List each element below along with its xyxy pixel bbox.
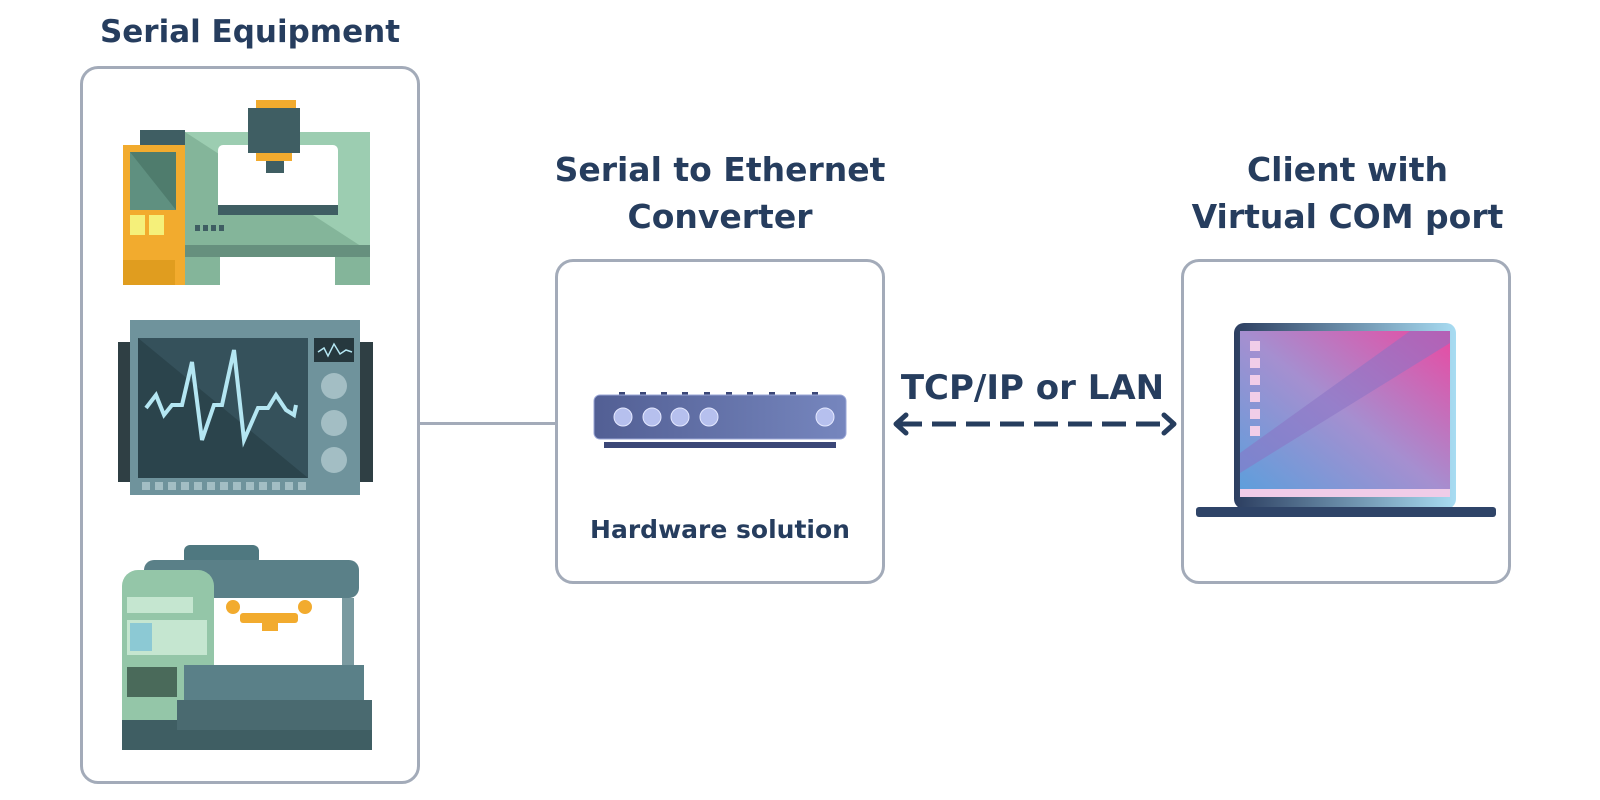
client-title-line2: Virtual COM port bbox=[1191, 197, 1504, 236]
client-title: Client with Virtual COM port bbox=[1180, 146, 1515, 240]
bidirectional-arrow-icon bbox=[893, 412, 1177, 436]
cnc-machine-icon bbox=[123, 100, 370, 285]
link-label: TCP/IP or LAN bbox=[900, 368, 1165, 408]
industrial-press-icon bbox=[122, 545, 372, 750]
serial-equipment-title: Serial Equipment bbox=[99, 14, 401, 50]
laptop-icon bbox=[1196, 323, 1496, 517]
converter-caption: Hardware solution bbox=[590, 515, 850, 544]
converter-title: Serial to Ethernet Converter bbox=[550, 146, 890, 240]
client-title-line1: Client with bbox=[1246, 150, 1449, 189]
heart-monitor-icon bbox=[118, 320, 373, 495]
converter-title-line1: Serial to Ethernet bbox=[554, 150, 886, 189]
serial-connector-line bbox=[420, 422, 555, 425]
converter-title-line2: Converter bbox=[627, 197, 813, 236]
converter-device-icon bbox=[593, 392, 847, 448]
